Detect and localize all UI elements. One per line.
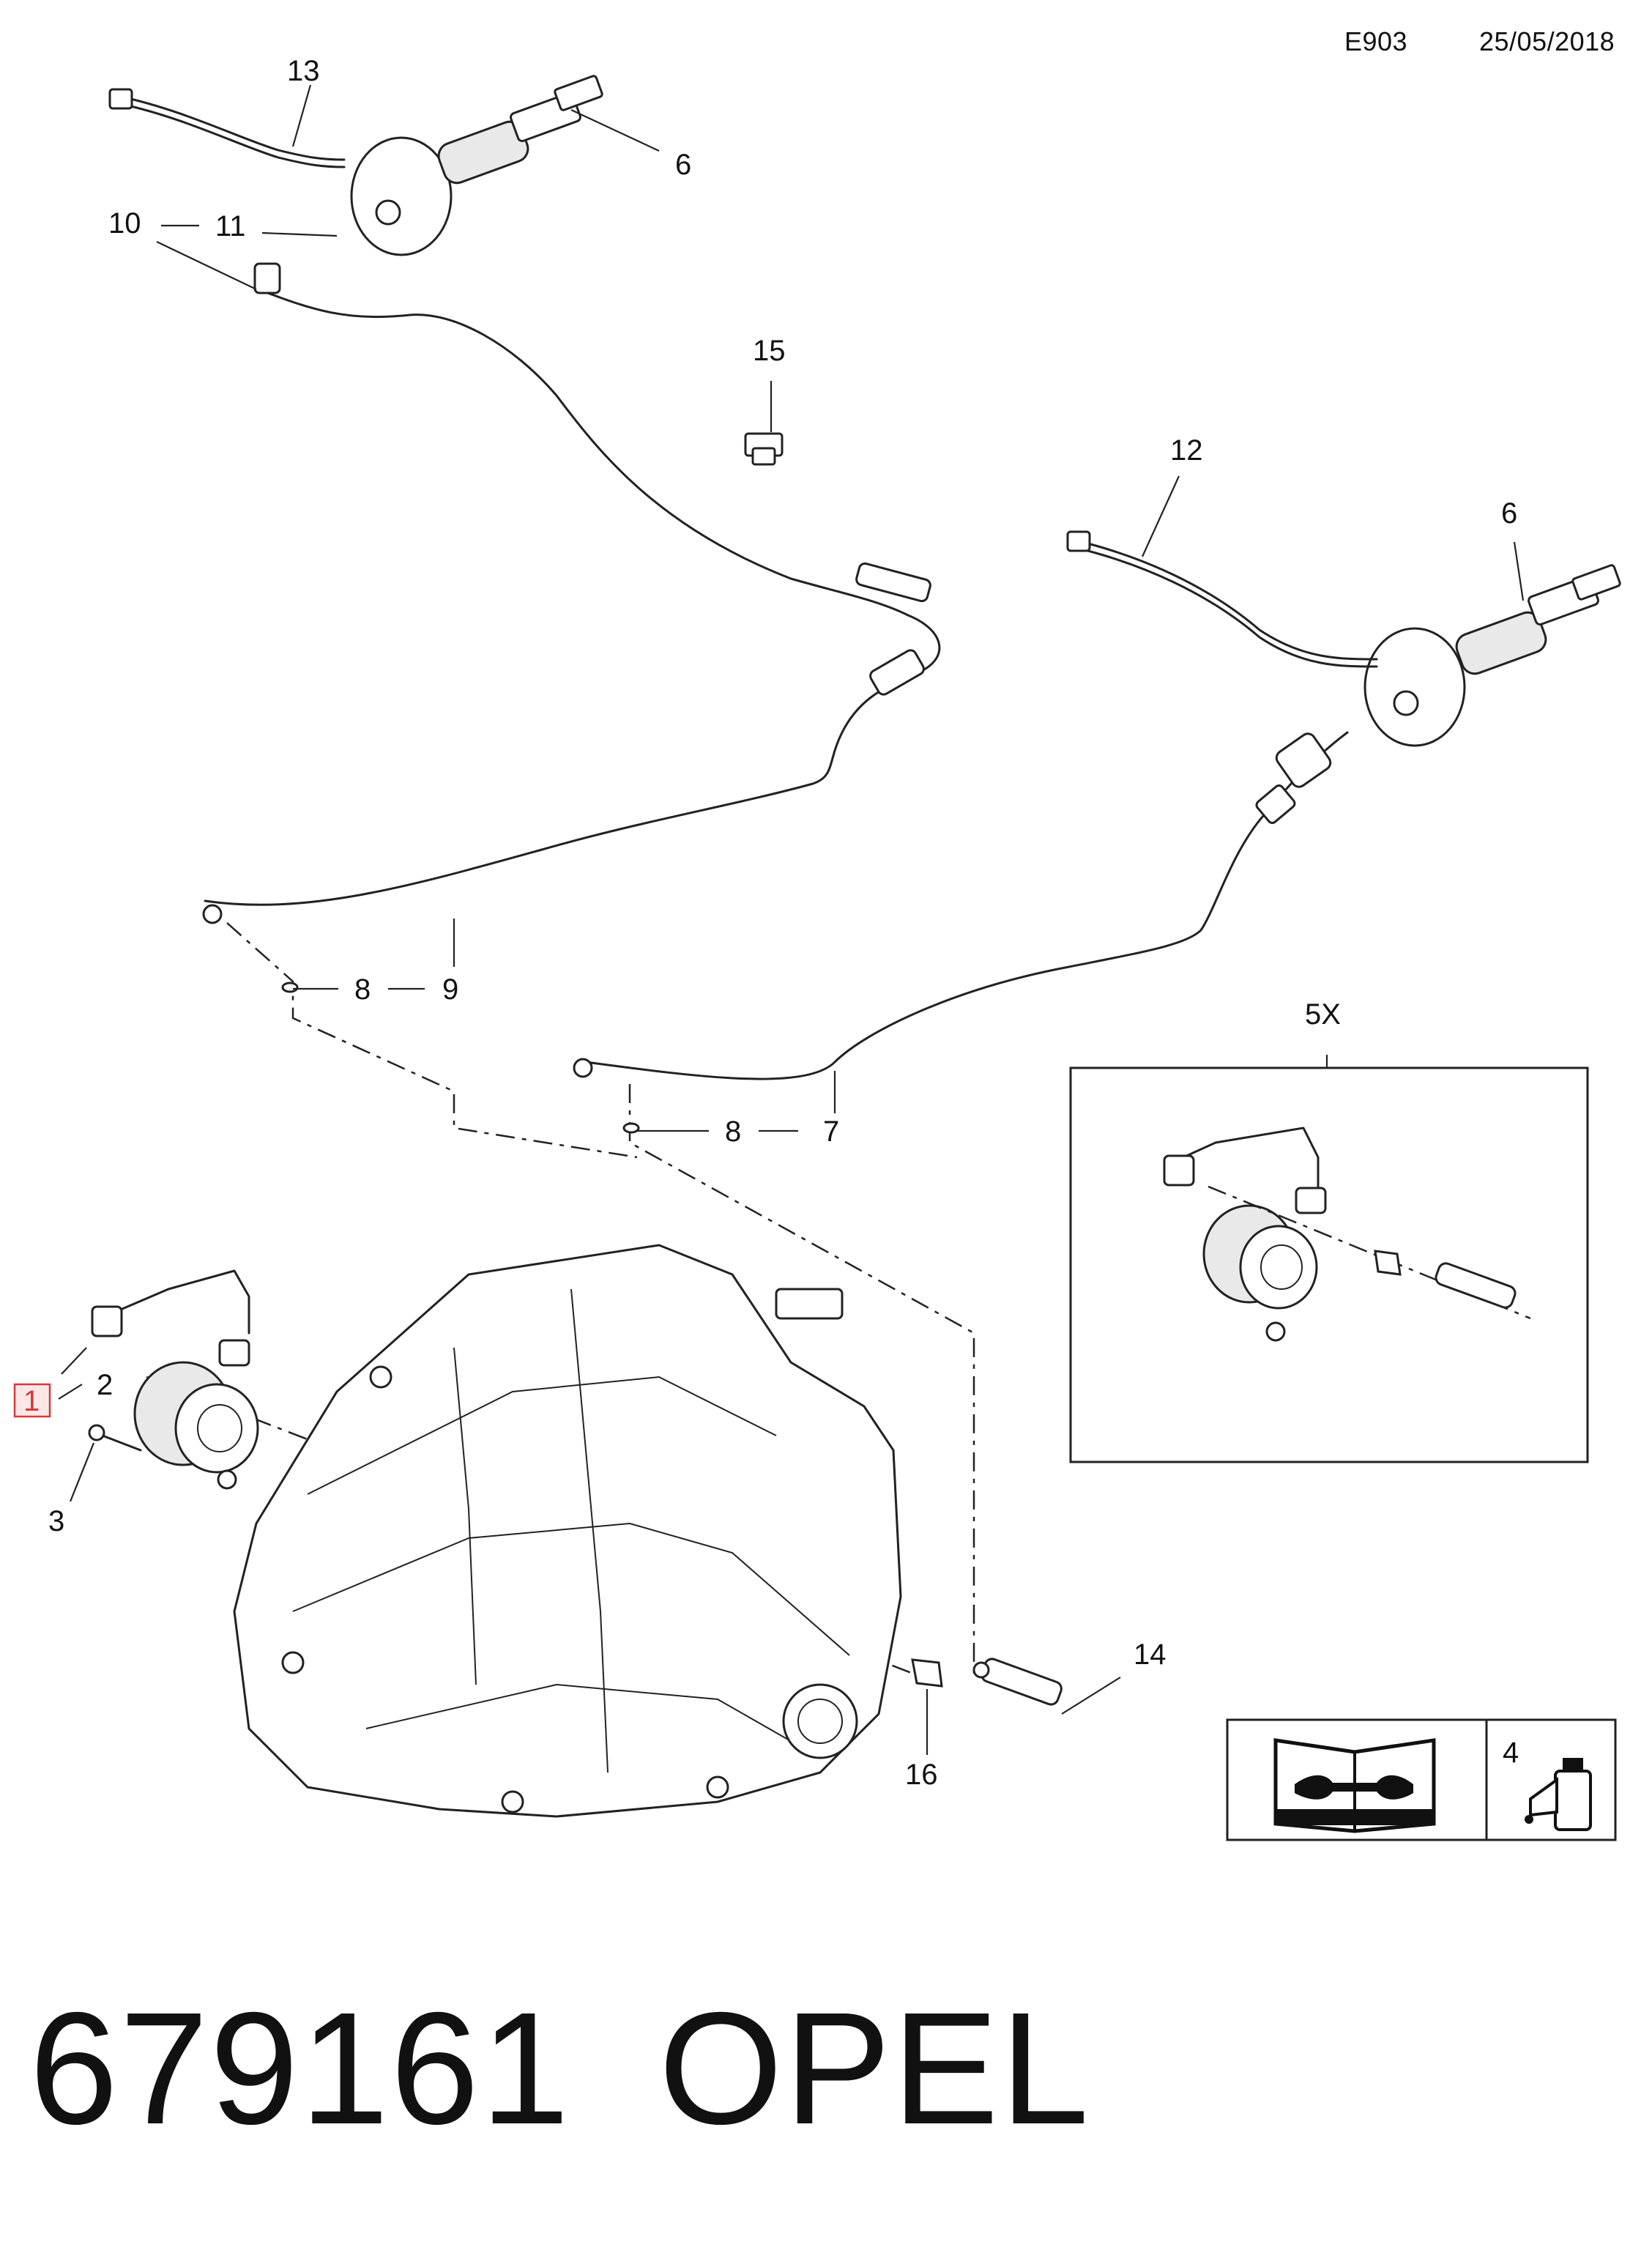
callout-6-top: 6 [675,149,691,181]
leader-lines [58,84,1525,1755]
callout-6-right: 6 [1501,497,1517,530]
slave-cylinder-2 [91,1269,259,1490]
legend-box: 4 [1226,1718,1617,1841]
callout-9: 9 [442,973,458,1006]
seal-8-lower [622,1122,640,1134]
callout-3: 3 [48,1505,64,1537]
highlight-box-1 [13,1383,51,1418]
footer: 679161 OPEL [29,1978,1090,2161]
callout-13: 13 [287,55,320,87]
callout-11: 11 [215,210,246,242]
callout-7: 7 [823,1116,839,1148]
callout-14: 14 [1134,1638,1167,1671]
callout-10: 10 [108,207,141,240]
bolt-3 [88,1424,142,1452]
adhesive-tube-icon [1525,1758,1592,1831]
inset-fitting [1435,1262,1517,1309]
fitting-14 [972,1658,1063,1706]
clip-15 [744,432,784,466]
transmission-housing [233,1244,902,1818]
callout-8-upper: 8 [354,973,371,1006]
callout-12: 12 [1170,434,1203,467]
part-number: 679161 [29,1980,571,2158]
callout-1: 1 [23,1385,40,1417]
callout-8-lower: 8 [725,1116,741,1148]
brand-name: OPEL [658,1980,1091,2158]
master-cylinder-top [350,75,603,256]
inset-clip [1374,1250,1402,1276]
repair-manual-icon [1273,1738,1436,1833]
callout-15: 15 [753,335,786,367]
hose-12 [1066,530,1378,668]
diagram-date: 25/05/2018 [1479,26,1615,56]
diagram-code: E903 [1344,26,1408,56]
master-cylinder-right [1363,564,1621,747]
pipe-7 [573,731,1349,1080]
seal-8-upper [281,981,299,993]
inset-slave-cylinder [1163,1126,1327,1342]
inset-box-5x [1069,1066,1589,1463]
clip-16 [911,1658,943,1688]
hose-13-top [108,88,346,168]
pipe-9 [202,262,941,924]
callout-5x: 5X [1305,998,1341,1031]
callout-16: 16 [905,1759,938,1791]
callout-2: 2 [97,1369,113,1401]
callout-4: 4 [1503,1737,1519,1769]
